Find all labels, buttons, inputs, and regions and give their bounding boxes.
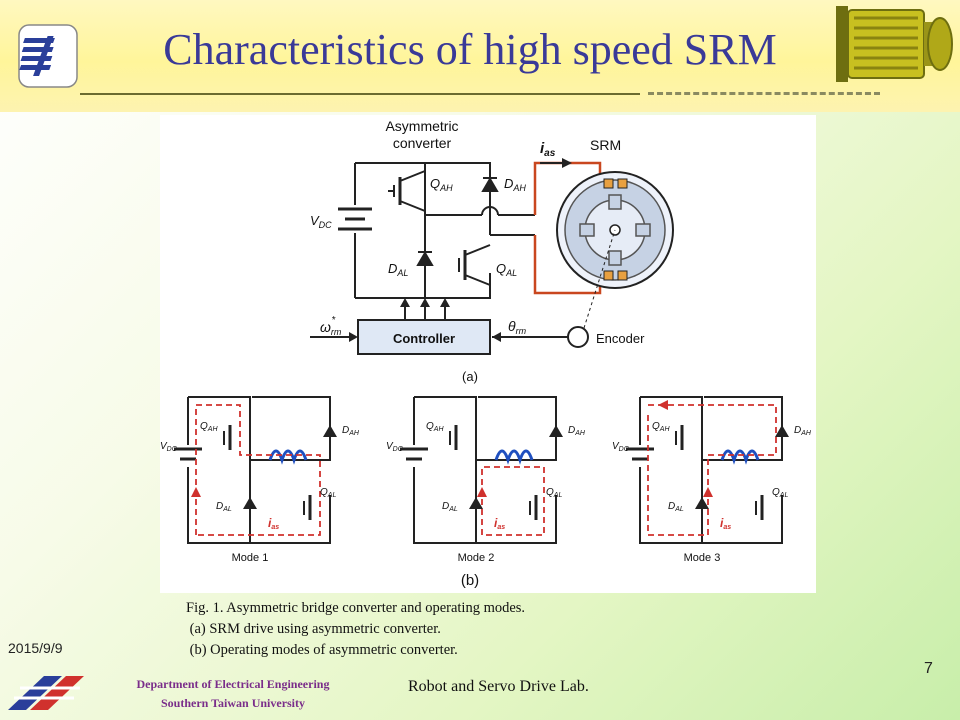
- lab-name: Robot and Servo Drive Lab.: [408, 678, 589, 695]
- mode-dal-label: DAL: [442, 501, 458, 513]
- mode-current-label: ias: [720, 516, 731, 531]
- mode-vdc-label: VDC: [386, 441, 404, 453]
- converter-label-1: Asymmetric: [385, 118, 458, 134]
- encoder-circle: [567, 326, 589, 348]
- caption-line-1: Fig. 1. Asymmetric bridge converter and …: [186, 600, 526, 616]
- title-rule: [80, 93, 640, 95]
- slide-title: Characteristics of high speed SRM: [163, 25, 777, 74]
- mode-label-3: Mode 3: [684, 552, 721, 564]
- mode-dah-label: DAH: [342, 425, 360, 437]
- mode-vdc-label: VDC: [612, 441, 630, 453]
- university-logo-icon: [18, 24, 78, 88]
- mode-vdc-label: VDC: [160, 441, 178, 453]
- caption-line-3: (b) Operating modes of asymmetric conver…: [186, 642, 458, 658]
- mode-label-1: Mode 1: [232, 552, 269, 564]
- srm-label: SRM: [590, 137, 621, 153]
- qah-label: QAH: [430, 176, 453, 193]
- vdc-label: VDC: [310, 213, 332, 230]
- title-dash-rule: [648, 92, 880, 95]
- caption-line-2: (a) SRM drive using asymmetric converter…: [186, 621, 441, 637]
- srm-drive-figure: Asymmetric converter SRM ias VDC QAH DAH…: [160, 115, 816, 593]
- mode-dah-label: DAH: [568, 425, 586, 437]
- mode-current-label: ias: [268, 516, 279, 531]
- motor-icon: [836, 6, 953, 82]
- mode-dal-label: DAL: [216, 501, 232, 513]
- qal-label: QAL: [496, 261, 517, 278]
- panel-b-label: (b): [461, 572, 479, 589]
- panel-a-label: (a): [462, 369, 478, 384]
- current-label: ias: [540, 140, 556, 159]
- mode-qal-label: QAL: [772, 487, 788, 499]
- theta-label: θrm: [508, 318, 527, 336]
- department-name: Department of Electrical Engineering Sou…: [136, 677, 330, 710]
- mode-label-2: Mode 2: [458, 552, 495, 564]
- dah-label: DAH: [504, 176, 526, 193]
- mode-current-label: ias: [494, 516, 505, 531]
- mode-qah-label: QAH: [426, 421, 444, 433]
- omega-label: ωrm*: [320, 315, 342, 337]
- mode-dal-label: DAL: [668, 501, 684, 513]
- mode-qal-label: QAL: [546, 487, 562, 499]
- encoder-label: Encoder: [596, 331, 645, 346]
- controller-label: Controller: [393, 331, 455, 346]
- panel-a: [338, 162, 535, 299]
- dal-label: DAL: [388, 261, 408, 278]
- converter-label-2: converter: [393, 135, 452, 151]
- department-logo-icon: [8, 676, 84, 710]
- figure-caption: Fig. 1. Asymmetric bridge converter and …: [186, 598, 525, 661]
- mode-dah-label: DAH: [794, 425, 812, 437]
- mode-qal-label: QAL: [320, 487, 336, 499]
- mode-qah-label: QAH: [652, 421, 670, 433]
- slide-date: 2015/9/9: [8, 640, 63, 656]
- mode-qah-label: QAH: [200, 421, 218, 433]
- controller-box: [357, 319, 491, 355]
- page-number: 7: [924, 660, 933, 677]
